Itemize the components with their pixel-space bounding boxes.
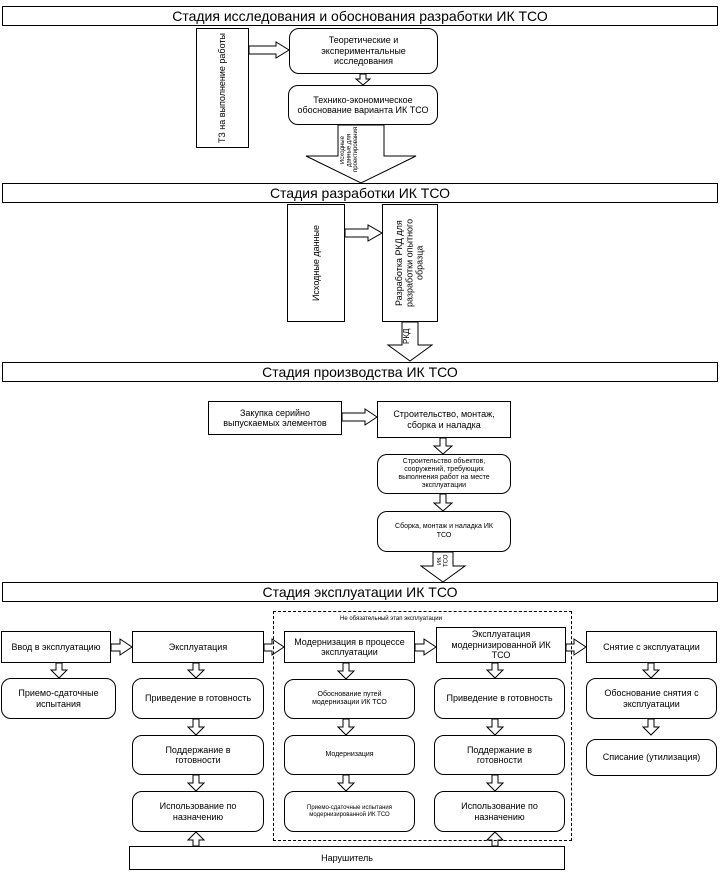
feasibility-box: Технико-экономическое обоснование вариан… (288, 85, 438, 125)
arrow-commissioning-to-acceptance (49, 662, 69, 679)
exploitation-box: Эксплуатация (132, 631, 264, 663)
intruder-label: Нарушитель (321, 852, 373, 863)
readiness-box: Приведение в готовность (132, 678, 264, 719)
theory-box: Теоретические и экспериментальные исслед… (289, 28, 438, 74)
rkd-box: Разработка РКД для разработки опытного о… (382, 204, 438, 322)
usage-box: Использование по назначению (132, 791, 264, 832)
mod-acceptance-label: Приемо-сдаточные испытания модернизирова… (307, 804, 392, 818)
arrow-justification-to-modernization (336, 718, 356, 736)
research-arrow-label: Исходные данные для проектирования (340, 126, 360, 172)
feasibility-label: Технико-экономическое обоснование вариан… (297, 94, 429, 115)
objects-construction-label: Строительство объектов, сооружений, треб… (398, 457, 490, 490)
acceptance-tests-box: Приемо-сдаточные испытания (1, 678, 116, 719)
stage-production-title: Стадия производства ИК ТСО (262, 363, 458, 380)
assembly-label: Сборка, монтаж и наладка ИК ТСО (395, 523, 493, 539)
disposal-label: Списание (утилизация) (602, 752, 701, 763)
mod-exploitation-box: Эксплуатация модернизированной ИК ТСО (436, 627, 566, 663)
mod-justification-label: Обоснование путей модернизации ИК ТСО (312, 690, 387, 706)
disposal-box: Списание (утилизация) (586, 739, 717, 776)
readiness-label: Приведение в готовность (144, 693, 252, 704)
stage-operation-header: Стадия эксплуатации ИК ТСО (2, 582, 718, 602)
arrow-input-to-rkd (344, 224, 384, 242)
modernization-box: Модернизация (284, 735, 415, 775)
arrow-justification-to-disposal (641, 718, 661, 736)
mod-usage-label: Использование по назначению (461, 801, 538, 822)
arrow-tz-to-theory (248, 41, 290, 59)
arrow-modexploit-to-modreadiness (485, 662, 505, 679)
arrow-modernization-to-modexploit (414, 638, 437, 656)
stage-development-header: Стадия разработки ИК ТСО (2, 183, 718, 203)
exploitation-label: Эксплуатация (168, 641, 228, 652)
maintain-label: Поддержание в готовности (165, 744, 231, 765)
modernization-process-box: Модернизация в процессе эксплуатации (284, 631, 415, 663)
usage-label: Использование по назначению (159, 801, 237, 822)
maintain-box: Поддержание в готовности (132, 735, 264, 775)
mod-justification-box: Обоснование путей модернизации ИК ТСО (284, 679, 415, 719)
stage-development-title: Стадия разработки ИК ТСО (269, 184, 451, 201)
stage-operation-title: Стадия эксплуатации ИК ТСО (262, 583, 458, 600)
commissioning-box: Ввод в эксплуатацию (1, 631, 111, 663)
modernization-label: Модернизация (325, 750, 374, 758)
construction-box: Строительство, монтаж, сборка и наладка (377, 401, 511, 438)
assembly-box: Сборка, монтаж и наладка ИК ТСО (377, 511, 511, 552)
arrow-objects-to-assembly (432, 493, 454, 512)
tz-label: ТЗ на выполнение работы (217, 32, 228, 144)
commissioning-label: Ввод в эксплуатацию (11, 641, 101, 652)
decommission-justification-box: Обоснование снятия с эксплуатации (586, 678, 717, 719)
arrow-construction-to-objects (432, 437, 454, 455)
arrow-rkd-to-production (386, 321, 434, 362)
arrow-commissioning-to-exploitation (110, 638, 133, 656)
arrow-modmaintain-to-modusage (485, 774, 505, 792)
arrow-theory-to-feasibility (354, 73, 372, 86)
arrow-purchase-to-construction (341, 408, 378, 426)
mod-exploitation-label: Эксплуатация модернизированной ИК ТСО (451, 629, 551, 661)
arrow-exploitation-to-modernization (263, 638, 285, 656)
mod-usage-box: Использование по назначению (434, 791, 565, 832)
mod-maintain-box: Поддержание в готовности (434, 735, 565, 775)
purchase-label: Закупка серийно выпускаемых элементов (223, 407, 327, 428)
optional-stage-label: Не обязательный этап эксплуатации (340, 616, 442, 622)
arrow-research-to-development (305, 124, 417, 184)
arrow-intruder-to-usage (186, 831, 206, 847)
stage-production-header: Стадия производства ИК ТСО (2, 362, 718, 382)
mod-maintain-label: Поддержание в готовности (466, 744, 533, 765)
acceptance-tests-label: Приемо-сдаточные испытания (18, 688, 99, 709)
arrow-modreadiness-to-modmaintain (485, 718, 505, 736)
stage-research-title: Стадия исследования и обоснования разраб… (172, 7, 548, 24)
production-arrow-label: ИК ТСО (437, 554, 450, 568)
arrow-maintain-to-usage (186, 774, 206, 792)
construction-label: Строительство, монтаж, сборка и наладка (393, 409, 495, 430)
optional-stage-frame (273, 611, 572, 841)
arrow-decommission-to-justification (641, 662, 661, 679)
input-data-box: Исходные данные (287, 204, 345, 322)
input-data-label: Исходные данные (310, 224, 321, 302)
decommission-box: Снятие с эксплуатации (586, 631, 717, 663)
decommission-label: Снятие с эксплуатации (603, 641, 700, 652)
mod-acceptance-box: Приемо-сдаточные испытания модернизирова… (284, 791, 415, 832)
arrow-readiness-to-maintain (186, 718, 206, 736)
intruder-box: Нарушитель (129, 846, 565, 870)
arrow-modproc-to-justification (336, 662, 356, 680)
objects-construction-box: Строительство объектов, сооружений, треб… (377, 454, 511, 494)
stage-research-header: Стадия исследования и обоснования разраб… (2, 6, 718, 26)
rkd-label: Разработка РКД для разработки опытного о… (394, 218, 426, 308)
mod-readiness-label: Приведение в готовность (446, 693, 553, 704)
decommission-justification-label: Обоснование снятия с эксплуатации (604, 688, 699, 709)
arrow-modernization-to-modacceptance (336, 774, 356, 792)
theory-label: Теоретические и экспериментальные исслед… (321, 35, 406, 67)
tz-box: ТЗ на выполнение работы (196, 28, 249, 148)
purchase-box: Закупка серийно выпускаемых элементов (208, 401, 342, 435)
rkd-arrow-label: РКД (402, 328, 411, 344)
arrow-exploitation-to-readiness (186, 662, 206, 679)
modernization-process-label: Модернизация в процессе эксплуатации (294, 636, 405, 657)
mod-readiness-box: Приведение в готовность (434, 678, 565, 719)
arrow-assembly-to-operation (419, 551, 467, 583)
